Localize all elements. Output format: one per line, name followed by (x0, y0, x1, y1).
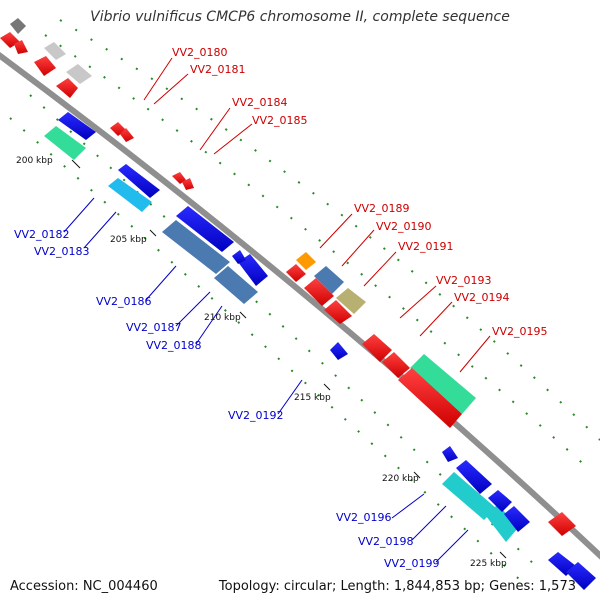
gene-labels-red: VV2_0180 VV2_0181 VV2_0184 VV2_0185 VV2_… (172, 46, 548, 338)
gene-teal-2 (410, 354, 476, 414)
gene-label: VV2_0199 (384, 557, 440, 570)
gene-blue-9 (488, 490, 512, 512)
gene-red-13 (382, 352, 410, 378)
accession-text: Accession: NC_004460 (10, 579, 158, 594)
gene-label: VV2_0187 (126, 321, 182, 334)
gene-label: VV2_0184 (232, 96, 288, 109)
gene-red-8 (182, 178, 194, 190)
gene-blue-12 (566, 562, 596, 590)
gene-label: VV2_0188 (146, 339, 202, 352)
tick-label-225: 225 kbp (470, 559, 507, 569)
gene-red-9 (286, 264, 306, 282)
gene-label: VV2_0183 (34, 245, 90, 258)
track-dots-outer-right (59, 19, 600, 441)
gene-red-15 (548, 512, 576, 536)
gene-red-2 (14, 40, 28, 54)
chromosome-backbone (0, 51, 600, 560)
gene-blue-2 (118, 164, 160, 198)
gene-label: VV2_0189 (354, 202, 410, 215)
gene-label: VV2_0191 (398, 240, 454, 253)
gene-label: VV2_0180 (172, 46, 228, 59)
gene-olive-1 (336, 288, 366, 314)
gene-gray-3 (66, 64, 92, 84)
genes (0, 18, 596, 590)
gene-cyan-1 (108, 178, 152, 212)
gene-red-12 (362, 334, 392, 362)
gene-gray-2 (44, 42, 66, 60)
gene-label: VV2_0193 (436, 274, 492, 287)
gene-blue-1 (58, 112, 96, 140)
tick-label-210: 210 kbp (204, 313, 241, 323)
gene-label: VV2_0195 (492, 325, 548, 338)
gene-steel-2 (214, 266, 258, 304)
gene-label: VV2_0192 (228, 409, 284, 422)
map-title: Vibrio vulnificus CMCP6 chromosome II, c… (90, 9, 510, 25)
kbp-ticks: 200 kbp 205 kbp 210 kbp 215 kbp 220 kbp … (16, 156, 507, 569)
gene-blue-5 (232, 250, 246, 264)
topology-text: Topology: circular; Length: 1,844,853 bp… (218, 579, 576, 594)
gene-labels-blue: VV2_0182 VV2_0183 VV2_0186 VV2_0187 VV2_… (14, 228, 440, 570)
gene-steel-3 (314, 266, 344, 294)
gene-red-11 (324, 300, 352, 324)
gene-cyan-2 (442, 472, 496, 520)
gene-label: VV2_0181 (190, 63, 246, 76)
gene-blue-10 (504, 506, 530, 532)
tick-label-220: 220 kbp (382, 474, 419, 484)
leader-lines (63, 57, 491, 563)
gene-red-7 (172, 172, 186, 184)
gene-label: VV2_0186 (96, 295, 152, 308)
gene-label: VV2_0190 (376, 220, 432, 233)
gene-blue-6 (330, 342, 348, 360)
tick-label-200: 200 kbp (16, 156, 53, 166)
gene-label: VV2_0185 (252, 114, 308, 127)
gene-gray-1 (10, 18, 26, 34)
gene-red-10 (304, 278, 334, 306)
gene-blue-4 (238, 254, 268, 286)
gene-cyan-3 (486, 504, 518, 542)
track-dots-inner-right (44, 34, 591, 471)
gene-teal-1 (44, 126, 86, 160)
gene-blue-3 (176, 206, 234, 252)
gene-label: VV2_0196 (336, 511, 392, 524)
gene-blue-7 (442, 446, 458, 462)
gene-red-4 (56, 78, 78, 98)
gene-label: VV2_0194 (454, 291, 510, 304)
gene-label: VV2_0182 (14, 228, 70, 241)
track-dots-outer-left (9, 117, 521, 581)
gene-steel-1 (162, 220, 230, 274)
gene-red-14 (398, 368, 462, 428)
gene-blue-8 (456, 460, 492, 494)
gene-label: VV2_0198 (358, 535, 414, 548)
gene-red-6 (120, 128, 134, 142)
tick-label-215: 215 kbp (294, 393, 331, 403)
track-dots (9, 19, 600, 581)
gene-red-3 (34, 56, 56, 76)
gene-orange-1 (296, 252, 316, 270)
tick-label-205: 205 kbp (110, 235, 147, 245)
